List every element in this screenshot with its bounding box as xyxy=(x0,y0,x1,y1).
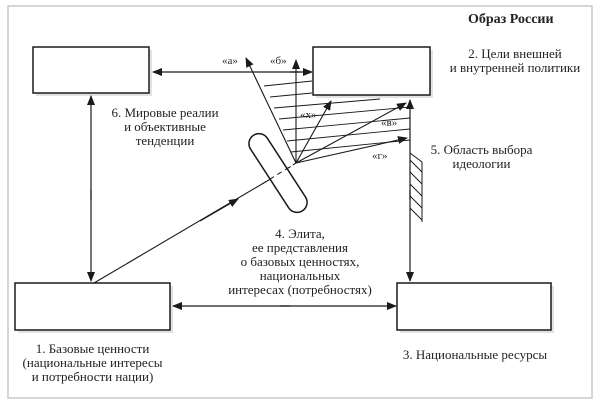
diagram-title: Образ России xyxy=(468,12,554,27)
label-ideology-choice: 5. Область выбора идеологии xyxy=(424,143,539,171)
elite-lens[interactable] xyxy=(245,130,311,216)
line-values-to-elite xyxy=(93,173,280,284)
vector-label-v: «в» xyxy=(381,117,398,129)
label-line: и внутренней политики xyxy=(449,60,581,75)
label-world-realities: 6. Мировые реалии и объективные тенденци… xyxy=(100,106,230,148)
box-national-resources[interactable] xyxy=(396,282,552,331)
label-line: (национальные интересы xyxy=(22,355,163,370)
label-line: и потребности нации) xyxy=(31,369,154,384)
dashed-through-elite-2 xyxy=(261,162,297,185)
label-line: ее представления xyxy=(252,240,348,255)
label-line: 5. Область выбора xyxy=(430,142,533,157)
label-line: 4. Элита, xyxy=(275,226,325,241)
vector-label-b: «б» xyxy=(270,55,287,67)
box-policy-goals[interactable] xyxy=(312,46,431,96)
label-line: и объективные xyxy=(124,119,206,134)
label-line: идеологии xyxy=(452,156,511,171)
box-base-values[interactable] xyxy=(14,282,171,331)
label-line: национальных xyxy=(259,268,341,283)
label-elite: 4. Элита, ее представления о базовых цен… xyxy=(218,227,382,297)
vector-x xyxy=(295,100,332,164)
label-line: интересах (потребностях) xyxy=(228,282,372,297)
label-base-values: 1. Базовые ценности (национальные интере… xyxy=(10,342,175,384)
label-policy-goals: 2. Цели внешней и внутренней политики xyxy=(440,47,590,75)
vector-v xyxy=(295,102,407,164)
vector-label-x: «х» xyxy=(300,109,317,121)
vector-label-a: «а» xyxy=(222,55,238,67)
label-line: 6. Мировые реалии xyxy=(111,105,219,120)
vector-a xyxy=(245,57,297,164)
outer-frame xyxy=(7,5,593,399)
label-line: тенденции xyxy=(135,133,195,148)
vector-label-g: «г» xyxy=(372,150,388,162)
label-line: 2. Цели внешней xyxy=(468,46,562,61)
vector-fan xyxy=(245,57,408,164)
label-line: 3. Национальные ресурсы xyxy=(402,347,548,362)
vector-g xyxy=(295,136,408,164)
arrow-values-to-elite xyxy=(199,198,239,222)
label-line: о базовых ценностях, xyxy=(240,254,360,269)
label-line: 1. Базовые ценности xyxy=(35,341,150,356)
label-national-resources: 3. Национальные ресурсы xyxy=(390,348,560,362)
box-world-realities[interactable] xyxy=(32,46,150,94)
ideology-hatch-band xyxy=(409,152,423,222)
